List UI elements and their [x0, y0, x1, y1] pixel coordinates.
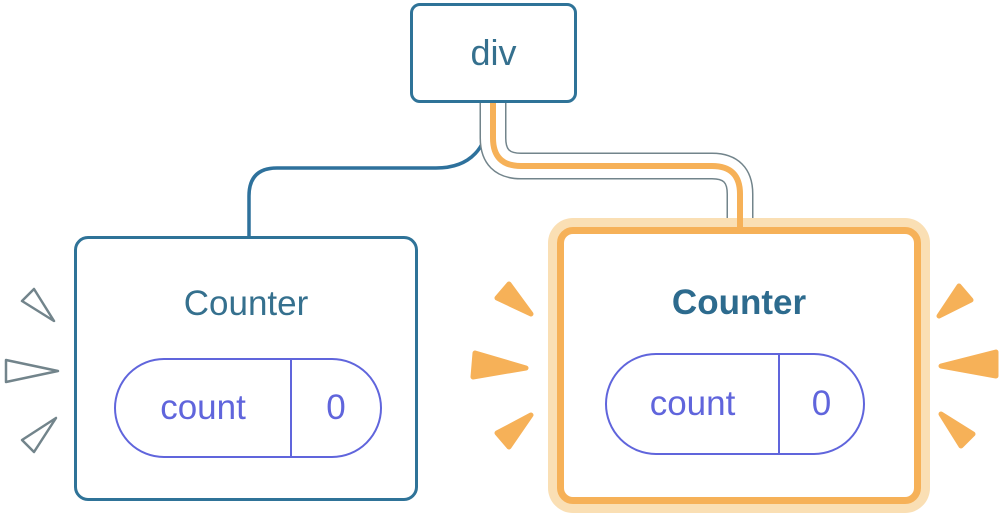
component-title: Counter: [671, 283, 807, 322]
edge-connector-stub: [737, 217, 743, 234]
spark-icon: [4, 358, 60, 384]
spark-icon: [20, 287, 56, 323]
state-key: count: [116, 360, 292, 456]
spark-icon: [494, 412, 534, 450]
spark-icon: [936, 283, 974, 319]
burst-right-counter-right: [936, 283, 999, 449]
spark-icon: [938, 411, 976, 449]
tree-node-div-label: div: [470, 32, 517, 73]
edge-div-to-left-counter: [247, 111, 491, 240]
spark-icon: [938, 349, 999, 379]
burst-left-counter: [4, 287, 60, 454]
spark-icon: [20, 416, 58, 454]
spark-icon: [494, 281, 534, 317]
burst-right-counter-left: [470, 281, 534, 450]
state-value: 0: [326, 388, 346, 427]
edge-div-to-right-counter: [490, 101, 743, 233]
state-value: 0: [811, 384, 832, 423]
state-pill: count 0: [605, 353, 865, 455]
state-key: count: [607, 355, 780, 453]
edge-highlight-white-band: [481, 101, 752, 220]
component-title: Counter: [183, 284, 309, 323]
state-pill: count 0: [114, 358, 382, 458]
tree-node-div: div: [410, 3, 577, 103]
spark-icon: [470, 350, 529, 380]
counter-card-right-highlighted: Counter count 0: [557, 227, 921, 504]
counter-card-left: Counter count 0: [74, 236, 418, 501]
